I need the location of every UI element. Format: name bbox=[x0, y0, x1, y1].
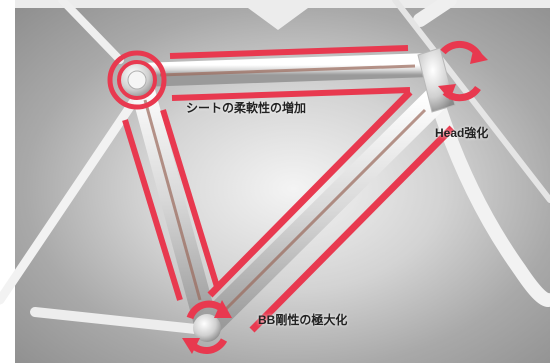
seat-cluster-target-icon bbox=[107, 50, 167, 110]
down-tube-highlight-upper bbox=[207, 89, 413, 298]
fork-blade bbox=[433, 103, 550, 307]
head-rotation-arrows-icon bbox=[438, 40, 488, 102]
seat-flex-label: シートの柔軟性の増加 bbox=[186, 101, 307, 115]
chain-stay bbox=[30, 307, 210, 335]
seat-tube bbox=[122, 68, 221, 332]
down-tube-highlight-lower bbox=[249, 125, 455, 333]
top-tube-highlight-upper bbox=[169, 45, 409, 59]
seat-stay bbox=[0, 87, 145, 305]
rear-tube bbox=[392, 0, 550, 203]
top-tube-highlight-lower bbox=[171, 87, 411, 101]
seatpost-tube bbox=[58, 0, 124, 64]
head-tube-top bbox=[413, 0, 457, 27]
top-bar bbox=[15, 0, 550, 8]
frame-tubes bbox=[0, 0, 550, 335]
seat-tube-highlight-right bbox=[160, 109, 221, 291]
head-reinforce-label: Head強化 bbox=[435, 126, 489, 140]
bb-stiffness-label: BB剛性の極大化 bbox=[258, 313, 348, 327]
down-tube bbox=[195, 82, 455, 338]
top-tube bbox=[128, 45, 442, 101]
bb-rotation-arrows-icon bbox=[182, 300, 232, 355]
pointer-notch bbox=[248, 8, 308, 30]
seat-tube-highlight-left bbox=[122, 119, 183, 301]
